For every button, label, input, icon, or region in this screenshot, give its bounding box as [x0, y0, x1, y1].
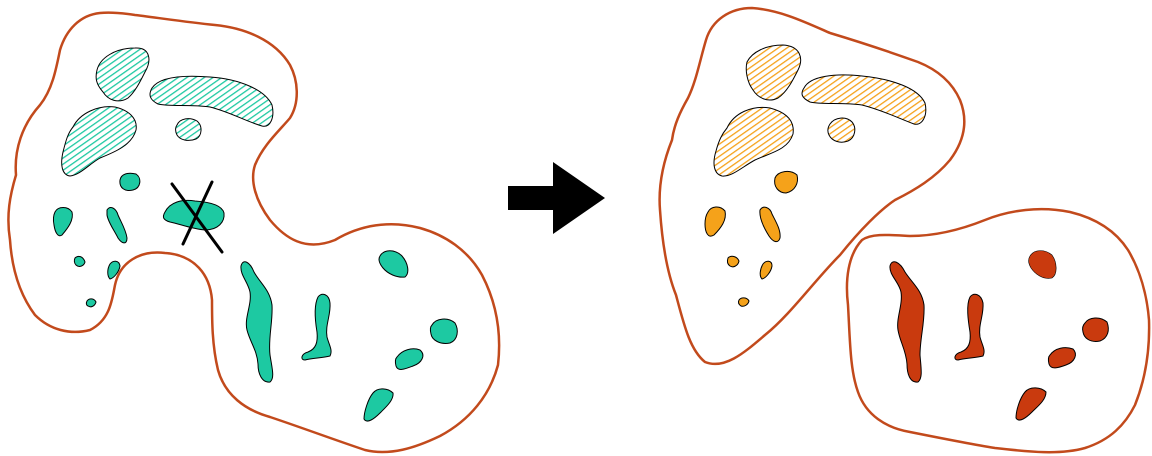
before-hatched-blob	[176, 119, 202, 141]
before-hatched-blob	[150, 76, 273, 126]
before-solid-blob	[107, 208, 127, 243]
before-solid-blob	[379, 251, 408, 277]
before-solid-blob	[120, 173, 140, 190]
before-panel	[8, 13, 499, 452]
after-solid-blob	[1048, 348, 1075, 368]
after-solid-blob	[738, 298, 749, 306]
before-region-outline	[8, 13, 499, 452]
before-solid-blob	[74, 256, 85, 266]
after-hatched-blob	[802, 75, 926, 124]
arrow-right-icon	[508, 162, 605, 234]
before-hatched-blob	[96, 48, 149, 101]
after-solid-blob	[760, 207, 780, 241]
before-solid-blob	[86, 299, 96, 307]
after-hatched-blob	[746, 45, 800, 100]
before-solid-blob	[53, 208, 72, 236]
before-solid-blob	[395, 349, 423, 370]
after-solid-blob	[1029, 251, 1057, 279]
before-solid-blob	[241, 262, 273, 382]
after-hatched-blob	[714, 107, 793, 176]
after-hatched-blob	[828, 118, 855, 142]
after-solid-blob	[775, 171, 798, 193]
after-solid-blob	[1016, 388, 1046, 420]
after-solid-blob	[705, 207, 725, 236]
after-solid-blob	[760, 261, 772, 279]
after-solid-blob	[955, 294, 984, 360]
after-solid-blob	[1083, 318, 1109, 341]
before-solid-blob	[364, 389, 393, 421]
after-panel	[660, 8, 1150, 452]
before-solid-blob	[302, 294, 331, 360]
before-hatched-blob	[62, 107, 137, 176]
after-solid-blob	[727, 256, 739, 266]
before-solid-blob	[430, 319, 457, 343]
after-solid-blob	[890, 262, 924, 382]
